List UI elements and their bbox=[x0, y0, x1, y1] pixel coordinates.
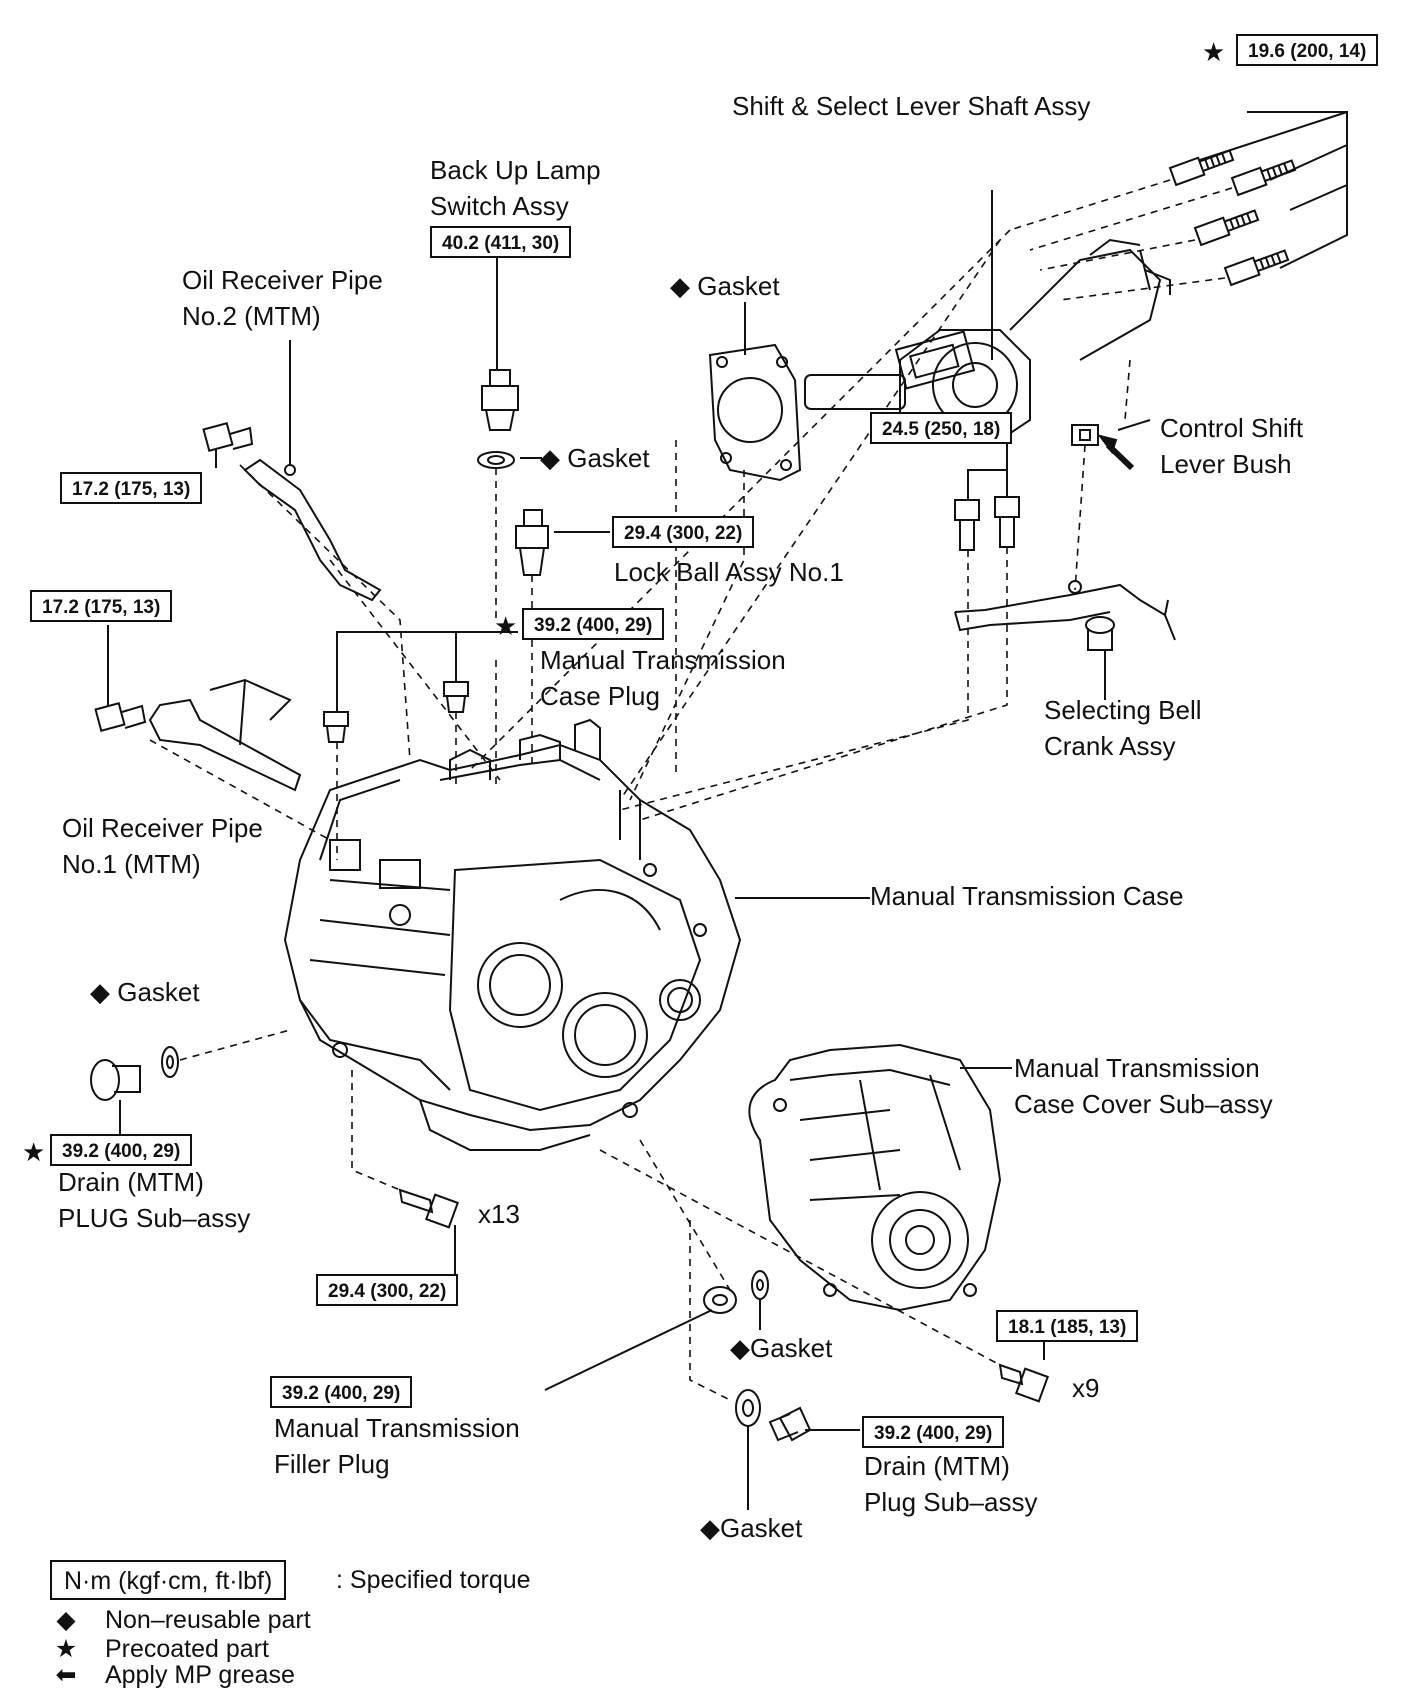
case-cover-drawing bbox=[748, 1043, 1002, 1312]
label-mt-case-cover: Manual Transmission bbox=[1014, 1053, 1260, 1083]
label-gasket-switch: ◆ Gasket bbox=[540, 443, 650, 473]
legend-torque-units: N·m (kgf·cm, ft·lbf) bbox=[50, 1560, 287, 1600]
legend-mp-grease: ⬅ Apply MP grease bbox=[52, 1660, 295, 1690]
label-gasket-filler: ◆Gasket bbox=[730, 1333, 833, 1363]
diamond-symbol: ◆ bbox=[700, 1513, 720, 1543]
transmission-case-drawing bbox=[283, 718, 742, 1151]
assembly-dashed-lines bbox=[149, 179, 1233, 1401]
label-gasket-top: ◆ Gasket bbox=[670, 271, 780, 301]
label-control-shift: Control Shift bbox=[1160, 413, 1304, 443]
shift-lever-shaft-drawing bbox=[804, 238, 1171, 441]
label-oil-receiver-pipe-1-no: No.1 (MTM) bbox=[62, 849, 201, 879]
legend-precoated: ★ Precoated part bbox=[52, 1634, 269, 1664]
cover-bolt-drawing bbox=[998, 1363, 1050, 1403]
star-symbol: ★ bbox=[22, 1137, 46, 1167]
legend-torque-desc: : Specified torque bbox=[336, 1566, 531, 1594]
star-symbol: ★ bbox=[1202, 37, 1226, 67]
filler-plug-drawing bbox=[703, 1270, 769, 1314]
label-switch-assy: Switch Assy bbox=[430, 191, 569, 221]
diamond-symbol: ◆ bbox=[540, 443, 560, 473]
oil-receiver-pipe-1-drawing bbox=[148, 678, 302, 792]
case-plugs-drawing bbox=[323, 681, 469, 743]
back-up-lamp-switch-drawing bbox=[477, 369, 519, 469]
torque-lock-ball: 29.4 (300, 22) bbox=[612, 516, 755, 548]
control-shift-bush-drawing bbox=[1071, 424, 1099, 446]
label-back-up-lamp: Back Up Lamp bbox=[430, 155, 601, 185]
torque-case-bolts: 29.4 (300, 22) bbox=[316, 1274, 459, 1306]
case-bolt-drawing bbox=[398, 1188, 460, 1229]
gasket-plate-drawing bbox=[708, 343, 802, 482]
torque-back-up-lamp: 40.2 (411, 30) bbox=[430, 226, 572, 258]
diamond-symbol: ◆ bbox=[56, 1606, 76, 1634]
label-x13: x13 bbox=[478, 1199, 520, 1229]
label-drain-left-plug: PLUG Sub–assy bbox=[58, 1203, 251, 1233]
label-drain-right: Drain (MTM) bbox=[864, 1451, 1010, 1481]
shift-bolt-leaders bbox=[1199, 111, 1348, 269]
arrow-left-icon: ⬅ bbox=[55, 1661, 77, 1689]
label-x9: x9 bbox=[1072, 1373, 1100, 1403]
torque-bell-crank-bolts: 24.5 (250, 18) bbox=[870, 412, 1013, 444]
torque-pipe1-bolt: 17.2 (175, 13) bbox=[30, 590, 173, 622]
label-mt-case-plug: Manual Transmission bbox=[540, 645, 786, 675]
torque-cover-bolts: 18.1 (185, 13) bbox=[996, 1310, 1139, 1342]
lock-ball-drawing bbox=[515, 509, 549, 576]
label-drain-right-plug: Plug Sub–assy bbox=[864, 1487, 1038, 1517]
label-case-cover-sub-assy: Case Cover Sub–assy bbox=[1014, 1089, 1273, 1119]
label-oil-receiver-pipe-2-no: No.2 (MTM) bbox=[182, 301, 321, 331]
pipe2-bolt-drawing bbox=[202, 422, 254, 452]
label-lever-bush: Lever Bush bbox=[1160, 449, 1292, 479]
torque-filler-plug: 39.2 (400, 29) bbox=[270, 1376, 413, 1408]
left-drain-drawing bbox=[90, 1046, 179, 1101]
torque-case-plug: 39.2 (400, 29) bbox=[522, 608, 665, 640]
filler-leader bbox=[544, 1309, 713, 1391]
diamond-symbol: ◆ bbox=[90, 977, 110, 1007]
label-lock-ball: Lock Ball Assy No.1 bbox=[614, 557, 844, 587]
label-selecting-bell: Selecting Bell bbox=[1044, 695, 1202, 725]
torque-drain-right: 39.2 (400, 29) bbox=[862, 1416, 1005, 1448]
oil-receiver-pipe-2-drawing bbox=[243, 458, 382, 602]
shift-lever-bolts-drawing bbox=[1168, 149, 1297, 287]
diamond-symbol: ◆ bbox=[670, 271, 690, 301]
label-case-plug: Case Plug bbox=[540, 681, 660, 711]
control-shift-leader bbox=[1117, 419, 1151, 431]
torque-drain-left: 39.2 (400, 29) bbox=[50, 1134, 193, 1166]
legend-non-reusable: ◆ Non–reusable part bbox=[52, 1605, 310, 1635]
torque-shift-lever-bolts: 19.6 (200, 14) bbox=[1236, 34, 1379, 66]
label-shift-select-lever-shaft: Shift & Select Lever Shaft Assy bbox=[732, 91, 1091, 121]
pipe1-bolt-drawing bbox=[94, 702, 147, 732]
label-crank-assy: Crank Assy bbox=[1044, 731, 1176, 761]
label-filler-plug: Filler Plug bbox=[274, 1449, 390, 1479]
label-gasket-bottom: ◆Gasket bbox=[700, 1513, 803, 1543]
star-symbol: ★ bbox=[494, 611, 518, 641]
label-oil-receiver-pipe-1: Oil Receiver Pipe bbox=[62, 813, 263, 843]
grease-arrowhead bbox=[1097, 434, 1118, 455]
selecting-bell-crank-drawing bbox=[954, 580, 1176, 651]
torque-pipe2-bolt: 17.2 (175, 13) bbox=[60, 472, 203, 504]
star-symbol: ★ bbox=[54, 1635, 78, 1663]
bell-crank-bolts-drawing bbox=[954, 496, 1020, 551]
bell-bolts-leader bbox=[967, 444, 1008, 500]
label-mt-case: Manual Transmission Case bbox=[870, 881, 1184, 911]
label-gasket-left: ◆ Gasket bbox=[90, 977, 200, 1007]
diamond-symbol: ◆ bbox=[730, 1333, 750, 1363]
label-oil-receiver-pipe-2: Oil Receiver Pipe bbox=[182, 265, 383, 295]
label-drain-left: Drain (MTM) bbox=[58, 1167, 204, 1197]
case-plug-leaders bbox=[336, 631, 518, 712]
label-filler: Manual Transmission bbox=[274, 1413, 520, 1443]
